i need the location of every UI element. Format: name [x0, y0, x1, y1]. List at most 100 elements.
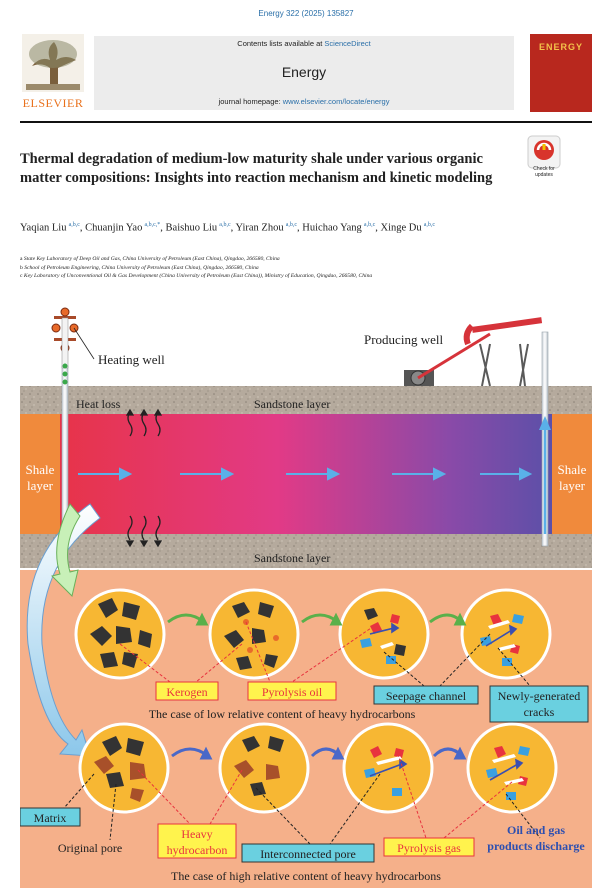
author-affiliation-marker[interactable]: a,b,c,*: [144, 222, 161, 228]
author-name[interactable]: Xinge Du: [380, 222, 422, 234]
affiliation-item: a State Key Laboratory of Deep Oil and G…: [20, 255, 590, 264]
check-for-updates-icon[interactable]: [527, 133, 561, 171]
author-name[interactable]: Yiran Zhou: [235, 222, 284, 234]
seepage-channel-label: Seepage channel: [386, 689, 467, 703]
particle-circle-3: [338, 588, 430, 680]
affiliation-item: c Key Laboratory of Unconventional Oil &…: [20, 272, 590, 281]
author-name[interactable]: Huichao Yang: [302, 222, 362, 234]
journal-name: Energy: [281, 64, 327, 80]
producing-well-label: Producing well: [364, 332, 443, 347]
heavy-hydrocarbon-label-2: hydrocarbon: [167, 843, 228, 857]
article-title: Thermal degradation of medium-low maturi…: [20, 151, 493, 186]
pumpjack-icon: [404, 317, 543, 387]
graphical-abstract: Heating well Producing well Heat loss: [20, 307, 592, 888]
row-high-heavy-hydrocarbon: Matrix Original pore Heavy hydrocarbon I…: [20, 722, 585, 883]
row2-blue-arrows: [171, 746, 467, 760]
row1-callout-lines: [119, 621, 375, 683]
journal-masthead: ELSEVIER Contents lists available at Sci…: [20, 32, 592, 116]
pyrolysis-oil-callout: [247, 681, 337, 701]
particle-circle-5: [78, 722, 170, 814]
author-affiliation-marker[interactable]: a,b,c: [363, 222, 376, 228]
row1-black-lines: [383, 633, 531, 687]
heat-loss-arrows-top: [125, 408, 163, 437]
journal-homepage-line: journal homepage: www.elsevier.com/locat…: [94, 97, 514, 106]
author-separator: ,: [297, 222, 303, 234]
check-label-line1: Check for: [533, 166, 555, 172]
affiliation-text: State Key Laboratory of Deep Oil and Gas…: [22, 256, 280, 262]
author-separator: ,: [230, 222, 236, 234]
matrix-callout: [20, 807, 81, 827]
interconnected-pore-callout: [241, 843, 375, 863]
affiliation-text: Key Laboratory of Unconventional Oil & G…: [22, 273, 373, 279]
shale-left-block: [20, 414, 60, 534]
publisher-name: ELSEVIER: [22, 96, 84, 110]
particle-circle-4: [460, 588, 552, 680]
pyrolysis-gas-callout: [383, 837, 475, 857]
affiliation-item: b School of Petroleum Engineering, China…: [20, 264, 590, 273]
author-separator: ,: [160, 222, 166, 234]
row1-green-arrows: [167, 612, 467, 626]
heat-loss-label: Heat loss: [76, 397, 121, 411]
particle-circle-6: [218, 722, 310, 814]
author-name[interactable]: Baishuo Liu: [165, 222, 218, 234]
shale-left-label-1: Shale: [26, 462, 55, 477]
row-low-heavy-hydrocarbon: Kerogen Pyrolysis oil Seepage channel Ne…: [74, 588, 589, 723]
newly-generated-cracks-callout: [489, 685, 589, 723]
interconnected-pore-label: Interconnected pore: [260, 847, 356, 861]
sandstone-top-label: Sandstone layer: [254, 397, 330, 411]
affiliation-list: a State Key Laboratory of Deep Oil and G…: [20, 255, 590, 281]
heavy-hydrocarbon-label-1: Heavy: [181, 827, 212, 841]
shale-left-label-2: layer: [27, 478, 54, 493]
author-affiliation-marker[interactable]: a,b,c: [219, 222, 231, 228]
kerogen-label: Kerogen: [166, 685, 207, 699]
shale-right-block: [552, 414, 592, 534]
pyrolysis-gas-label: Pyrolysis gas: [397, 841, 461, 855]
author-affiliation-marker[interactable]: a,b,c: [68, 222, 80, 228]
original-pore-label: Original pore: [58, 841, 122, 855]
author-affiliation-marker[interactable]: a,b,c: [285, 222, 298, 228]
heavy-hydrocarbon-callout: [157, 823, 237, 859]
author-separator: ,: [79, 222, 86, 234]
sciencedirect-link[interactable]: ScienceDirect: [324, 39, 371, 48]
contents-prefix: Contents lists available at: [237, 39, 325, 48]
curved-arrow-green: [51, 503, 81, 597]
author-name[interactable]: Yaqian Liu: [20, 222, 67, 234]
seepage-channel-callout: [373, 685, 479, 705]
discharge-label-1: Oil and gas: [507, 823, 565, 837]
author-name[interactable]: Chuanjin Yao: [85, 222, 143, 234]
affiliation-text: School of Petroleum Engineering, China U…: [22, 264, 259, 271]
matrix-label: Matrix: [34, 811, 67, 825]
reservoir-schematic: Heating well Producing well Heat loss: [20, 307, 592, 568]
contents-available-line: Contents lists available at ScienceDirec…: [94, 39, 514, 48]
affiliation-key: c: [20, 273, 23, 279]
masthead-info-box: Contents lists available at ScienceDirec…: [94, 36, 514, 110]
case-low-label: The case of low relative content of heav…: [149, 707, 416, 721]
pyrolysis-oil-label: Pyrolysis oil: [262, 685, 323, 699]
journal-homepage-link[interactable]: www.elsevier.com/locate/energy: [282, 97, 390, 106]
newly-generated-label-1: Newly-generated: [498, 689, 581, 703]
heating-well-valves-icon: [51, 307, 79, 385]
shale-right-label-2: layer: [559, 478, 586, 493]
check-label-line2: updates: [535, 172, 553, 178]
author-list: Yaqian Liu a,b,c, Chuanjin Yao a,b,c,*, …: [20, 218, 490, 236]
case-high-label: The case of high relative content of hea…: [171, 869, 441, 883]
particle-circle-8: [466, 722, 558, 814]
discharge-label-2: products discharge: [487, 839, 585, 853]
newly-generated-label-2: cracks: [524, 705, 555, 719]
header-divider: [20, 121, 592, 123]
heating-well-label: Heating well: [98, 352, 165, 367]
journal-cover-thumbnail[interactable]: ENERGY: [530, 34, 592, 112]
homepage-prefix: journal homepage:: [218, 97, 283, 106]
particle-circle-2: [208, 588, 300, 680]
sandstone-bottom-label: Sandstone layer: [254, 551, 330, 565]
shale-right-label-1: Shale: [558, 462, 587, 477]
affiliation-key: a: [20, 256, 23, 262]
journal-reference[interactable]: Energy 322 (2025) 135827: [258, 9, 354, 18]
check-for-updates-label[interactable]: Check for updates: [520, 166, 568, 178]
author-affiliation-marker[interactable]: a,b,c: [423, 222, 436, 228]
cover-title: ENERGY: [538, 42, 583, 52]
flow-arrows: [78, 467, 533, 481]
sandstone-bottom-layer: [20, 534, 592, 568]
particle-circle-7: [342, 722, 434, 814]
row2-red-lines: [137, 753, 513, 839]
